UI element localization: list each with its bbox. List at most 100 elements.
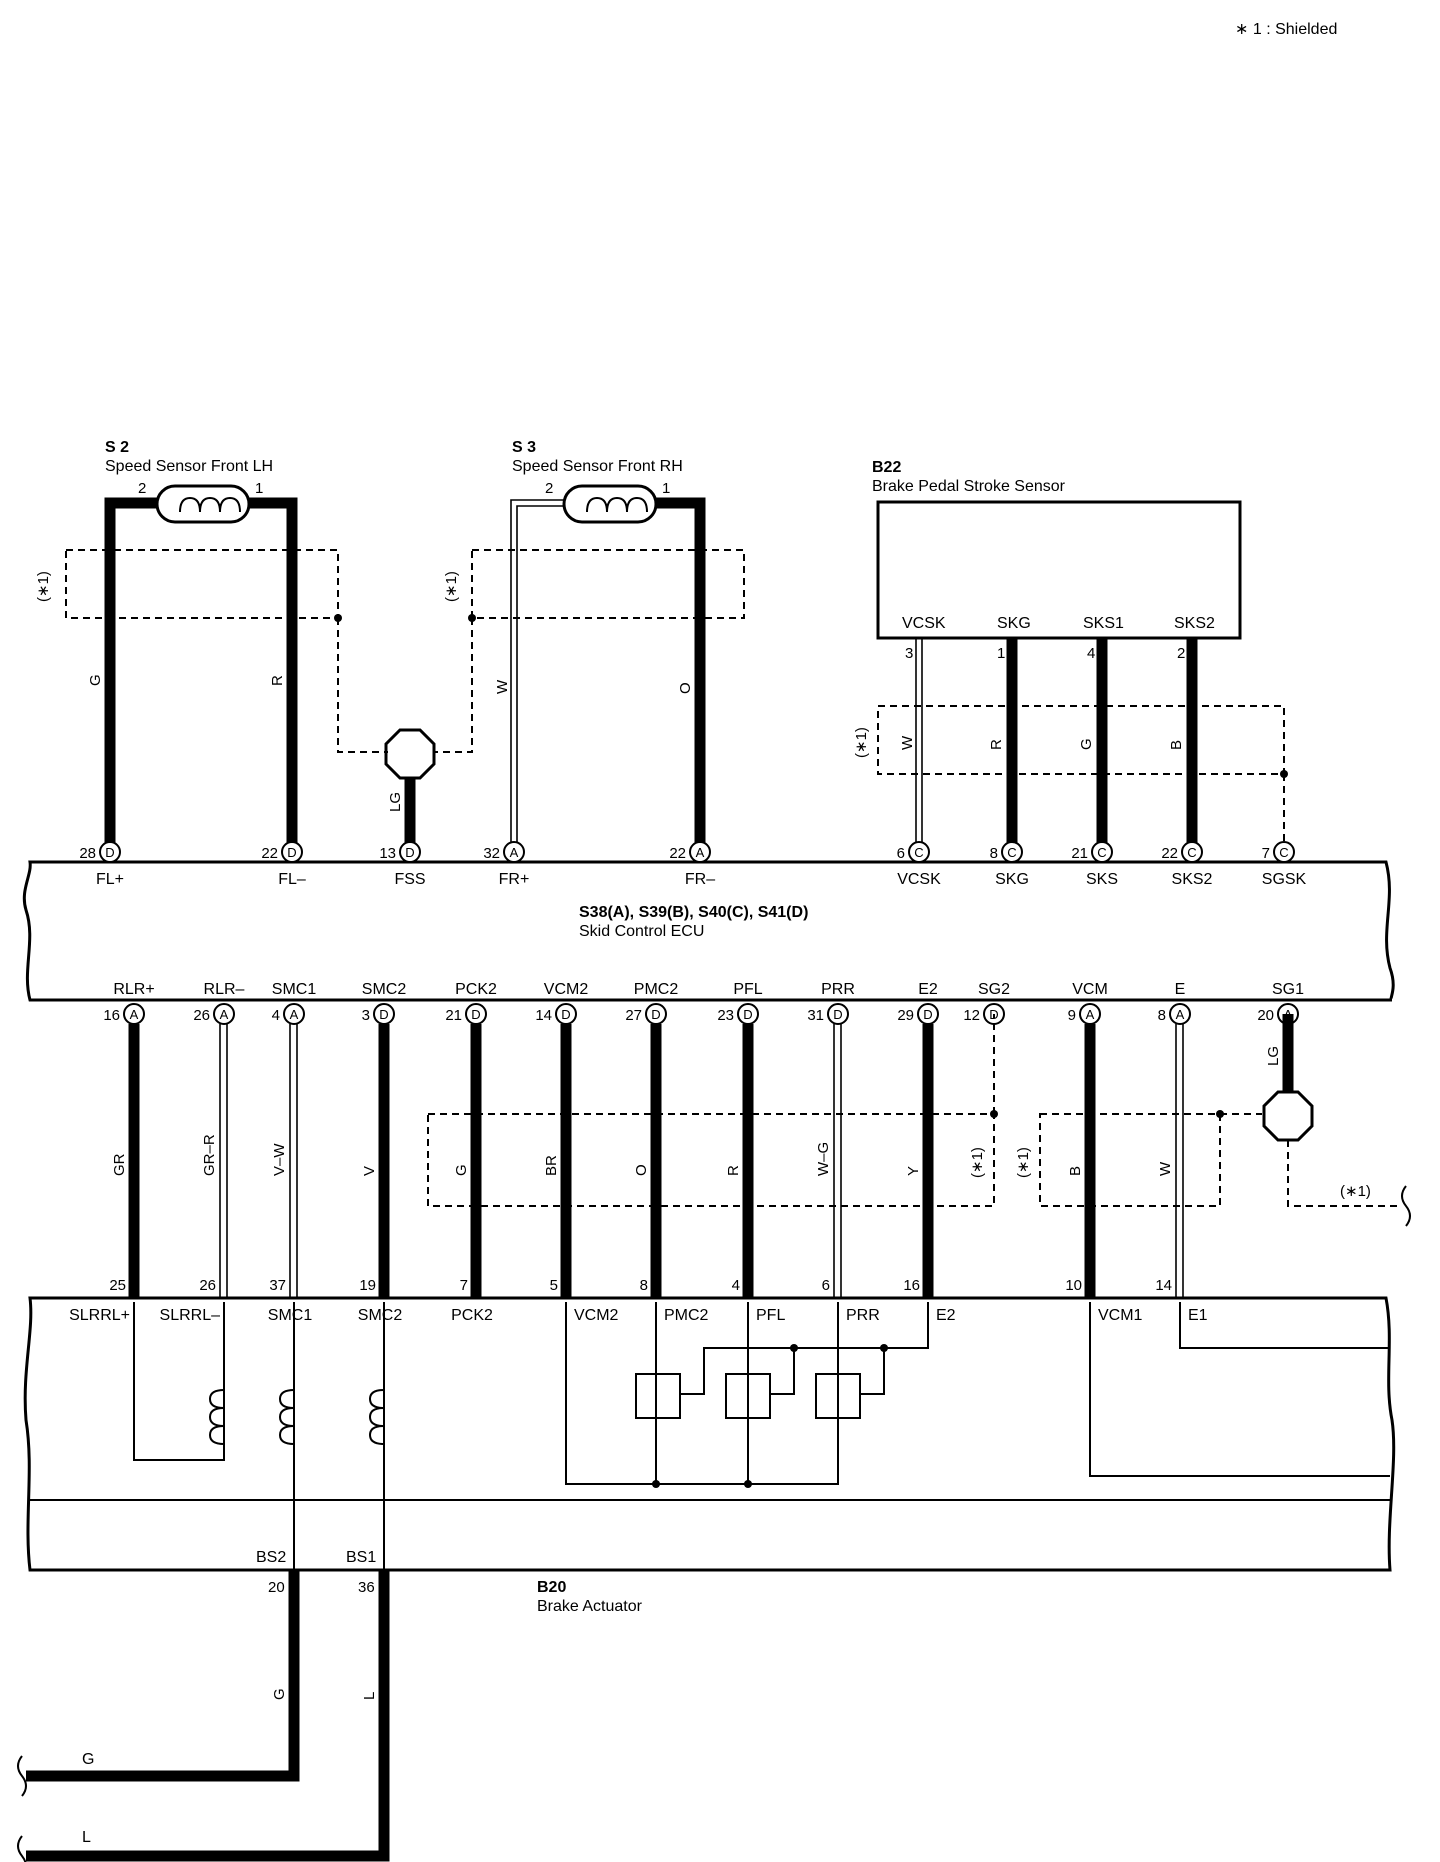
ecu-bottom-label-12: E — [1175, 981, 1186, 998]
ecu-bottom-label-6: PMC2 — [634, 981, 679, 998]
shield-box-vcm — [1039, 1113, 1221, 1207]
act-pin-4: 7 — [460, 1277, 468, 1294]
ecu-top-pin-5: 6 — [897, 845, 905, 862]
act-label-4: PCK2 — [451, 1307, 493, 1324]
ecu-top-conn-letter-0: D — [105, 845, 114, 860]
ecu-bottom-conn-letter-12: A — [1176, 1007, 1185, 1022]
act-pin-5: 5 — [550, 1277, 558, 1294]
wire-color-skg: R — [988, 739, 1005, 750]
wire-break-left-g-icon — [17, 1755, 27, 1797]
ecu-bottom-pin-10: 12 — [963, 1007, 980, 1024]
ground-junction-fss-icon — [384, 728, 436, 780]
ecu-top-label-2: FSS — [394, 871, 425, 888]
ecu-bottom-conn-letter-5: D — [561, 1007, 570, 1022]
b22-pin-vcsk: 3 — [905, 645, 913, 662]
slrrl-loop — [133, 1302, 225, 1461]
wire-color-bottom-3: V — [361, 1166, 378, 1176]
b22-term-skg: SKG — [997, 615, 1031, 632]
ecu-bottom-pin-3: 3 — [362, 1007, 370, 1024]
bottom-wires: GR25SLRRL+GR–R26SLRRL–V–W37SMC1V19SMC2G7… — [69, 1024, 1208, 1324]
speed-sensor-front-rh: S 3 Speed Sensor Front RH 2 1 — [512, 439, 683, 524]
wire-fr-plus-b — [516, 505, 564, 848]
ecu-bottom-label-3: SMC2 — [362, 981, 407, 998]
ecu-bottom-pin-5: 14 — [535, 1007, 552, 1024]
s2-pin-2: 2 — [138, 480, 146, 497]
shield-junction-s2 — [334, 614, 342, 622]
ecu-bottom-label-5: VCM2 — [544, 981, 589, 998]
wire-color-sg1: LG — [1265, 1046, 1282, 1066]
actuator-id: B20 — [537, 1579, 566, 1596]
actuator-body — [23, 1296, 1396, 1572]
wire-color-bottom-2: V–W — [271, 1143, 288, 1176]
ecu-bottom-conn-letter-11: A — [1086, 1007, 1095, 1022]
ecu-bottom-conn-letter-3: D — [379, 1007, 388, 1022]
ecu-bottom-label-4: PCK2 — [455, 981, 497, 998]
shield-junction-vcm — [1216, 1110, 1224, 1118]
ecu-top-label-6: SKG — [995, 871, 1029, 888]
vcm2-loop — [565, 1302, 839, 1485]
ecu-bottom-pin-8: 31 — [807, 1007, 824, 1024]
ecu-bottom-label-13: SG1 — [1272, 981, 1304, 998]
wire-break-left-l-icon — [17, 1835, 27, 1862]
pressure-sensor-pfl — [725, 1373, 771, 1419]
b22-term-vcsk: VCSK — [902, 615, 946, 632]
ecu-bottom-label-1: RLR– — [204, 981, 245, 998]
ecu-bottom-label-8: PRR — [821, 981, 855, 998]
shield-label-s2: (∗1) — [35, 571, 52, 602]
s3-name: Speed Sensor Front RH — [512, 458, 683, 475]
ecu-top-conn-letter-6: C — [1007, 845, 1016, 860]
ecu-top-pin-4: 22 — [669, 845, 686, 862]
act-bottom-bs2: BS2 — [256, 1549, 286, 1566]
ecu-top-pin-3: 32 — [483, 845, 500, 862]
actuator-name: Brake Actuator — [537, 1598, 643, 1615]
wire-color-sks: G — [1078, 738, 1095, 750]
coil-slrrl-icon — [208, 1389, 225, 1445]
b22-body — [876, 500, 1242, 640]
wire-color-fss: LG — [387, 792, 404, 812]
ecu-top-label-9: SGSK — [1262, 871, 1307, 888]
s3-pin-2: 2 — [545, 480, 553, 497]
junction-e2-a — [790, 1344, 798, 1352]
ecu-top-pin-9: 7 — [1262, 845, 1270, 862]
ecu-bottom-connector-8 — [827, 1003, 849, 1025]
wire-color-bs1: L — [361, 1692, 378, 1700]
ecu-top-conn-letter-2: D — [405, 845, 414, 860]
act-label-2: SMC1 — [268, 1307, 313, 1324]
ecu-top-conn-letter-1: D — [287, 845, 296, 860]
wire-color-bottom-1: GR–R — [201, 1134, 218, 1176]
act-label-6: PMC2 — [664, 1307, 709, 1324]
pressure-sensor-prr — [815, 1373, 861, 1419]
act-pin-8: 6 — [822, 1277, 830, 1294]
shield-box-s2 — [65, 549, 339, 619]
act-bottom-bs1: BS1 — [346, 1549, 376, 1566]
ecu-bottom-label-0: RLR+ — [113, 981, 154, 998]
ecu-top-connector-9 — [1273, 841, 1295, 863]
ecu-bottom-pin-4: 21 — [445, 1007, 462, 1024]
shield-label-vcm: (∗1) — [1015, 1147, 1032, 1178]
ecu-bottom-pin-6: 27 — [625, 1007, 642, 1024]
vcm1-line — [1089, 1302, 1390, 1477]
junction-vcm-a — [652, 1480, 660, 1488]
wire-color-bottom-5: BR — [543, 1155, 560, 1176]
shield-box-s3 — [471, 549, 745, 619]
wire-color-bs2: G — [271, 1688, 288, 1700]
shielded-note: ∗ 1 : Shielded — [1235, 21, 1337, 38]
ecu-bottom-conn-letter-4: D — [471, 1007, 480, 1022]
ecu-bottom-connector-1 — [213, 1003, 235, 1025]
s2-name: Speed Sensor Front LH — [105, 458, 273, 475]
wire-color-bottom-12: W — [1157, 1161, 1174, 1176]
b22-id: B22 — [872, 459, 901, 476]
b22-term-sks1: SKS1 — [1083, 615, 1124, 632]
shield-drain-s3 — [434, 618, 473, 753]
ecu-top-connector-3 — [503, 841, 525, 863]
ecu-bottom-conn-letter-6: D — [651, 1007, 660, 1022]
wire-color-bottom-0: GR — [111, 1153, 128, 1176]
shield-junction-s3 — [468, 614, 476, 622]
act-pin-2: 37 — [269, 1277, 286, 1294]
ecu-bottom-label-10: SG2 — [978, 981, 1010, 998]
ecu-top-connector-8 — [1181, 841, 1203, 863]
wire-fr-plus-a — [510, 499, 564, 848]
s3-id: S 3 — [512, 439, 536, 456]
e1-line — [1179, 1302, 1390, 1349]
ecu-bottom-conn-letter-7: D — [743, 1007, 752, 1022]
